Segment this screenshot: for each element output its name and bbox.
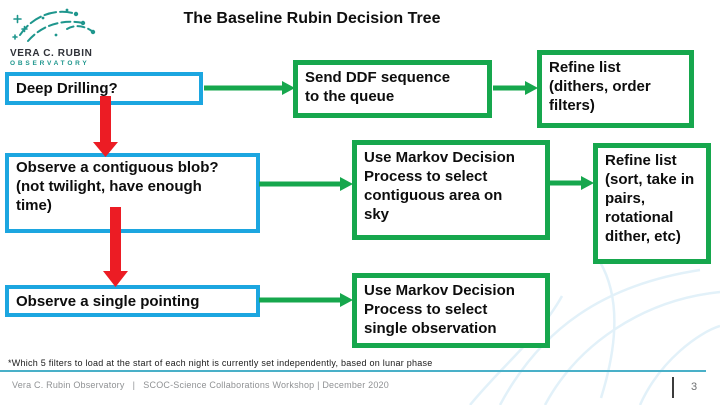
decision-box-label: Observe a single pointing <box>16 292 200 310</box>
action-box-label: Send DDF sequence to the queue <box>305 69 451 105</box>
rubin-logo-swoosh-icon <box>12 8 96 42</box>
action-box-mdp-single: Use Markov Decision Process to select si… <box>352 273 550 348</box>
footnote: *Which 5 filters to load at the start of… <box>8 358 433 368</box>
decision-box-label: Observe a contiguous blob? (not twilight… <box>16 159 219 214</box>
action-box-label: Use Markov Decision Process to select si… <box>364 282 515 337</box>
decision-box-single-pointing: Observe a single pointing <box>5 285 260 317</box>
logo-subtitle: OBSERVATORY <box>10 60 90 67</box>
refine-box-dithers: Refine list (dithers, order filters) <box>537 50 694 128</box>
action-box-mdp-contiguous: Use Markov Decision Process to select co… <box>352 140 550 240</box>
page-number-divider <box>672 377 674 398</box>
decision-box-label: Deep Drilling? <box>16 80 118 97</box>
decision-box-contiguous-blob: Observe a contiguous blob? (not twilight… <box>5 153 260 233</box>
refine-box-label: Refine list (dithers, order filters) <box>549 59 651 114</box>
action-box-label: Use Markov Decision Process to select co… <box>364 149 515 223</box>
slide-title: The Baseline Rubin Decision Tree <box>183 10 441 27</box>
refine-box-sort-pairs: Refine list (sort, take in pairs, rotati… <box>593 143 711 264</box>
refine-box-label: Refine list (sort, take in pairs, rotati… <box>605 152 695 245</box>
action-box-send-ddf: Send DDF sequence to the queue <box>293 60 492 118</box>
footer-divider-line <box>0 370 706 372</box>
page-number: 3 <box>690 381 698 393</box>
decision-box-deep-drilling: Deep Drilling? <box>5 72 203 105</box>
footer-text: Vera C. Rubin Observatory | SCOC-Science… <box>12 380 389 390</box>
logo-title: VERA C. RUBIN <box>10 48 93 59</box>
rubin-logo: VERA C. RUBIN OBSERVATORY <box>10 5 120 67</box>
